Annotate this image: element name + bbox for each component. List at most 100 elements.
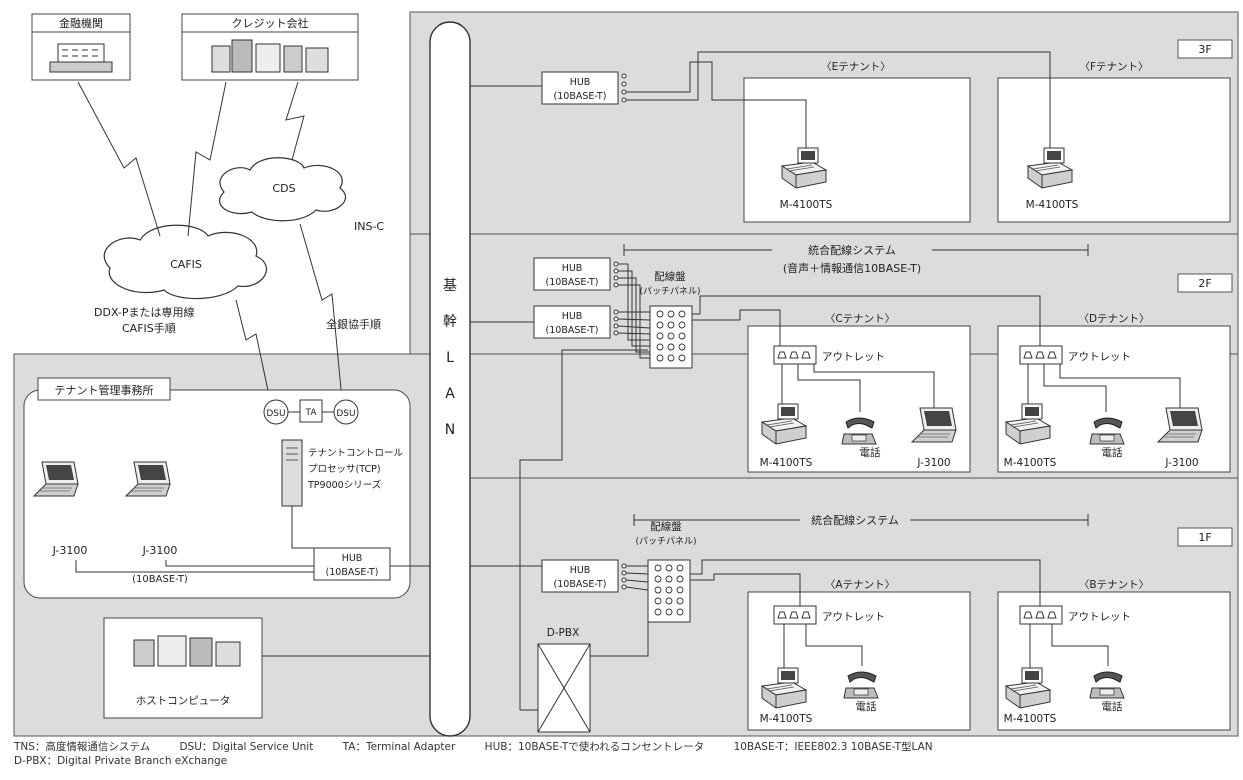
ins-c-label: INS-C (354, 220, 384, 233)
outlet-icon-b (1019, 605, 1063, 625)
svg-text:HUB: HUB (562, 311, 583, 322)
legend-tns: TNS：高度情報通信システム (14, 741, 151, 753)
phone-a-label: 電話 (856, 700, 877, 713)
tenant-e-box (743, 77, 971, 223)
legend: TNS：高度情報通信システム DSU：Digital Service Unit … (14, 740, 959, 768)
tenant-e-label: 〈Eテナント〉 (821, 61, 891, 73)
svg-text:3F: 3F (1198, 43, 1211, 56)
panel-2f-label-line1: 配線盤 (654, 270, 686, 283)
backbone-lan (429, 21, 471, 737)
legend-line-2: D-PBX：Digital Private Branch eXchange (14, 755, 228, 767)
cds-cloud (218, 157, 347, 222)
tenant-c-label: 〈Cテナント〉 (825, 313, 895, 325)
panel-2f-label-line2: (パッチパネル) (639, 286, 700, 297)
svg-text:TA: TA (305, 408, 318, 418)
svg-text:DSU: DSU (266, 409, 285, 419)
floor-2f-tag (1177, 273, 1233, 293)
tenant-office-box (23, 389, 411, 599)
svg-text:2F: 2F (1198, 277, 1211, 290)
cds-label: CDS (272, 182, 295, 195)
floor-1f-tag (1177, 527, 1233, 547)
backbone-char-5: N (445, 422, 455, 438)
floor-3f-tag (1177, 39, 1233, 59)
mainframe-icon (211, 39, 329, 73)
tenant-office-title: テナント管理事務所 (55, 383, 154, 397)
svg-text:HUB: HUB (562, 263, 583, 274)
phone-c-label: 電話 (860, 446, 881, 459)
backbone-char-1: 基 (443, 277, 457, 294)
hub-3f (541, 71, 619, 105)
pos-f-label: M-4100TS (1026, 199, 1079, 211)
host-computer-icon (133, 635, 241, 667)
svg-text:1F: 1F (1198, 531, 1211, 544)
backbone-char-4: A (445, 386, 455, 402)
legend-dsu: DSU：Digital Service Unit (179, 741, 314, 753)
outlet-a-label: アウトレット (822, 611, 885, 623)
office-lan-label: (10BASE-T) (132, 574, 188, 585)
legend-hub: HUB：10BASE-Tで使われるコンセントレータ (484, 741, 705, 753)
svg-text:(10BASE-T): (10BASE-T) (546, 325, 599, 336)
outlet-d-label: アウトレット (1068, 351, 1131, 363)
tenant-f-label: 〈Fテナント〉 (1079, 61, 1148, 73)
system-1f-label: 統合配線システム (811, 513, 899, 527)
tenant-b-label: 〈Bテナント〉 (1079, 579, 1149, 591)
zengin-label: 全銀協手順 (326, 317, 381, 331)
svg-text:(10BASE-T): (10BASE-T) (546, 277, 599, 288)
credit-company-label: クレジット会社 (232, 16, 309, 30)
tenant-a-label: 〈Aテナント〉 (825, 579, 895, 591)
hub-2f-b (533, 305, 611, 339)
pc-c-label: J-3100 (916, 457, 950, 469)
legend-ta: TA：Terminal Adapter (342, 741, 456, 753)
ta-box (299, 399, 323, 423)
pos-c-label: M-4100TS (760, 457, 813, 469)
pos-e-label: M-4100TS (780, 199, 833, 211)
bank-building-icon (49, 43, 113, 73)
pos-d-label: M-4100TS (1004, 457, 1057, 469)
tenant-f-box (997, 77, 1231, 223)
host-computer-box (103, 617, 263, 719)
backbone-char-3: L (446, 350, 454, 366)
pos-a-label: M-4100TS (760, 713, 813, 725)
ddx-label-line1: DDX-Pまたは専用線 (94, 305, 195, 319)
pos-b-label: M-4100TS (1004, 713, 1057, 725)
svg-text:HUB: HUB (570, 77, 591, 88)
tcp-label-line2: プロセッサ(TCP) (308, 464, 381, 475)
ddx-label-line2: CAFIS手順 (122, 321, 176, 335)
office-pc1-label: J-3100 (52, 544, 88, 557)
pbx-label: D-PBX (547, 627, 580, 639)
system-2f-label-line1: 統合配線システム (808, 243, 896, 257)
outlet-icon-d (1019, 345, 1063, 365)
panel-1f-label-line2: (パッチパネル) (635, 536, 696, 547)
panel-1f-label-line1: 配線盤 (650, 520, 682, 533)
tcp-label-line3: TP9000シリーズ (307, 479, 382, 491)
hub-1f (541, 559, 619, 593)
phone-b-label: 電話 (1102, 700, 1124, 713)
outlet-c-label: アウトレット (822, 351, 885, 363)
patch-panel-icon-2f (649, 305, 693, 369)
legend-line-1: TNS：高度情報通信システム DSU：Digital Service Unit … (14, 740, 959, 754)
hub-2f-a (533, 257, 611, 291)
host-label: ホストコンピュータ (136, 695, 231, 707)
cafis-label: CAFIS (170, 258, 202, 271)
legend-10base-t: 10BASE-T：IEEE802.3 10BASE-T型LAN (733, 741, 933, 753)
tenant-d-label: 〈Dテナント〉 (1078, 313, 1149, 325)
backbone-char-2: 幹 (443, 313, 457, 330)
cafis-cloud (103, 224, 268, 300)
svg-text:HUB: HUB (570, 565, 591, 576)
outlet-icon-c (773, 345, 817, 365)
bank-label: 金融機関 (59, 16, 103, 30)
svg-text:HUB: HUB (342, 553, 363, 564)
svg-text:(10BASE-T): (10BASE-T) (554, 579, 607, 590)
phone-d-label: 電話 (1102, 446, 1124, 459)
tcp-label-line1: テナントコントロール (308, 448, 404, 459)
system-2f-label-line2: (音声＋情報通信10BASE-T) (783, 261, 921, 275)
outlet-icon-a (773, 605, 817, 625)
svg-text:DSU: DSU (336, 409, 355, 419)
patch-panel-icon-1f (647, 559, 691, 623)
pc-d-label: J-3100 (1164, 457, 1198, 469)
outlet-b-label: アウトレット (1068, 611, 1131, 623)
tcp-server-icon (281, 439, 303, 507)
office-pc2-label: J-3100 (142, 544, 178, 557)
